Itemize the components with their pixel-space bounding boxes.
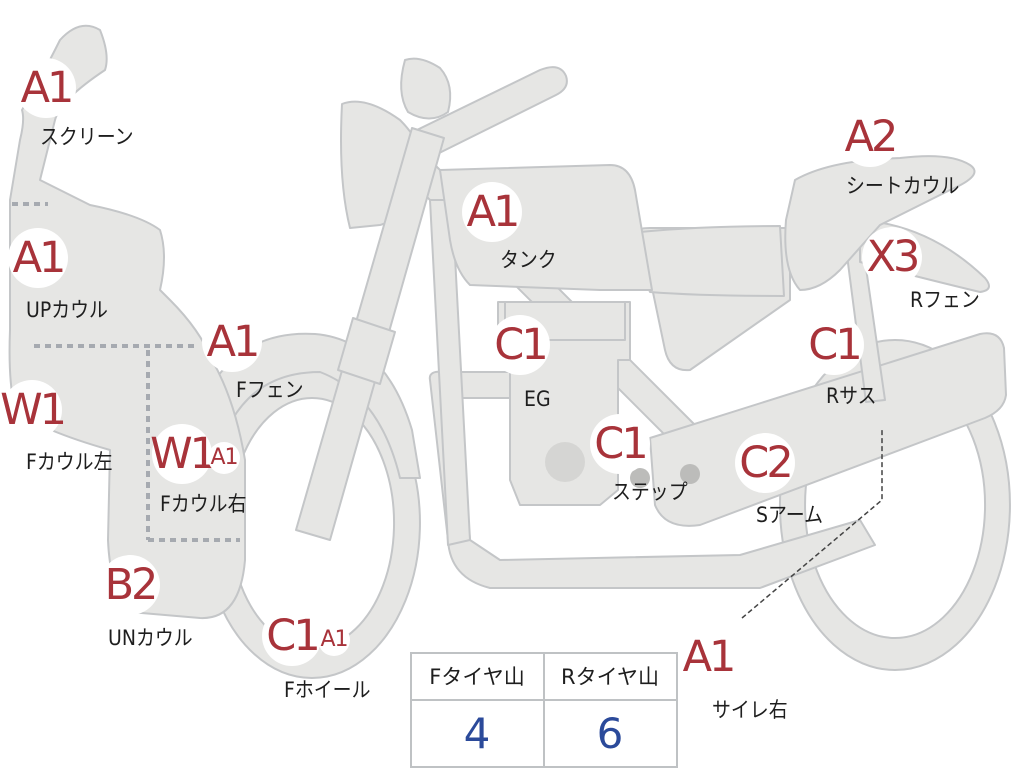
part-label-seat-cowl: シートカウル [846,174,960,198]
tire-tread-table: Fタイヤ山 Rタイヤ山 4 6 [410,652,678,768]
seat-shape [638,225,785,297]
part-label-tank: タンク [500,248,557,272]
damage-code-badge: C1 [490,315,550,375]
rear-tire-value: 6 [596,708,624,758]
damage-code-badge: A1 [8,228,68,288]
part-label-r-fender: Rフェン [910,288,980,312]
part-label-silencer-right: サイレ右 [712,698,788,722]
rear-tire-header: Rタイヤ山 [561,665,659,689]
part-label-f-cowl-left: Fカウル左 [26,450,113,474]
damage-code-badge: A1 [16,58,76,118]
damage-code-badge: A1 [202,312,262,372]
step-peg [680,464,700,484]
part-label-s-arm: Sアーム [756,503,824,527]
part-label-un-cowl: UNカウル [108,626,193,650]
damage-code-badge: A1 [678,627,738,687]
part-label-screen: スクリーン [40,125,134,149]
engine-cover [545,442,585,482]
part-label-r-sus: Rサス [826,384,877,408]
damage-code-badge: C2 [735,433,795,493]
damage-code-badge-small: A1 [318,624,350,656]
part-label-f-cowl-right: Fカウル右 [160,492,247,516]
damage-code-badge: C1 [590,414,650,474]
part-label-f-fender: Fフェン [236,378,304,402]
front-tire-header: Fタイヤ山 [429,665,525,689]
part-label-engine: EG [524,387,551,411]
mirror-shape [400,57,452,120]
table-divider [543,654,545,766]
damage-code-badge: A1 [462,182,522,242]
part-label-step: ステップ [612,480,688,504]
damage-code-badge: A2 [840,107,900,167]
step-peg [630,468,650,488]
damage-code-badge: X3 [862,227,922,287]
damage-code-badge-small: A1 [208,442,240,474]
front-tire-value: 4 [463,708,491,758]
damage-code-badge: W1 [0,380,67,440]
damage-code-badge: W1 [150,424,217,484]
exhaust-pipe-shape [428,370,876,589]
part-label-up-cowl: UPカウル [26,298,108,322]
damage-code-badge: C1 [804,315,864,375]
part-label-f-wheel: Fホイール [284,678,371,702]
damage-code-badge: C1 [262,606,322,666]
damage-code-badge: B2 [100,555,160,615]
fork-clamp-shape [337,317,396,385]
